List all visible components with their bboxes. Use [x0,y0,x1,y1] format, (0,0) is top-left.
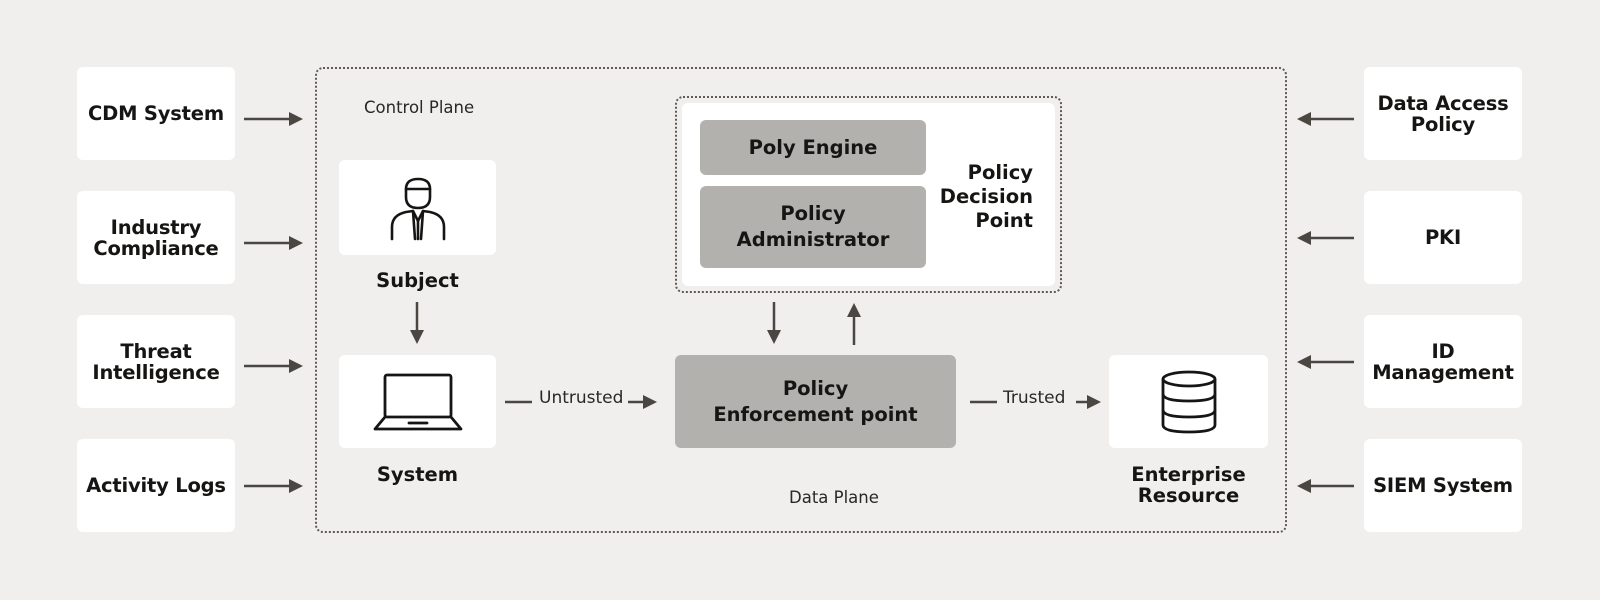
input-pki: PKI [1364,191,1522,284]
policy-enforcement-point-label: Policy Enforcement point [713,376,918,426]
policy-decision-point-label: Policy Decision Point [939,161,1033,232]
system-label: System [376,463,459,486]
control-plane-label: Control Plane [364,98,475,117]
input-label: Industry Compliance [93,215,219,260]
policy-decision-point-boundary [675,96,1062,293]
input-label: ID Management [1372,339,1514,384]
input-data-access-policy: Data Access Policy [1364,67,1522,160]
trusted-flow-label: Trusted [1003,388,1066,408]
input-label: Data Access Policy [1377,91,1509,136]
database-icon [1161,370,1216,433]
input-label: Threat Intelligence [92,339,220,384]
subject-box [339,160,496,255]
input-siem-system: SIEM System [1364,439,1522,532]
policy-administrator-box: Policy Administrator [700,186,926,268]
input-label: SIEM System [1373,474,1513,497]
person-icon [390,177,445,240]
policy-administrator-label: Policy Administrator [736,202,890,251]
enterprise-resource-box [1109,355,1268,448]
input-industry-compliance: Industry Compliance [77,191,235,284]
laptop-icon [373,373,462,430]
input-label: PKI [1424,226,1462,249]
enterprise-resource-label: Enterprise Resource [1131,463,1246,507]
untrusted-flow-label: Untrusted [539,388,624,408]
system-box [339,355,496,448]
zero-trust-boundary [315,67,1287,533]
input-label: Activity Logs [86,474,226,497]
data-plane-label: Data Plane [789,488,879,507]
input-threat-intelligence: Threat Intelligence [77,315,235,408]
input-cdm-system: CDM System [77,67,235,160]
input-label: CDM System [88,102,224,125]
subject-label: Subject [376,269,459,292]
input-id-management: ID Management [1364,315,1522,408]
poly-engine-box: Poly Engine [700,120,926,175]
input-activity-logs: Activity Logs [77,439,235,532]
policy-enforcement-point-box: Policy Enforcement point [675,355,956,448]
poly-engine-label: Poly Engine [748,135,878,159]
